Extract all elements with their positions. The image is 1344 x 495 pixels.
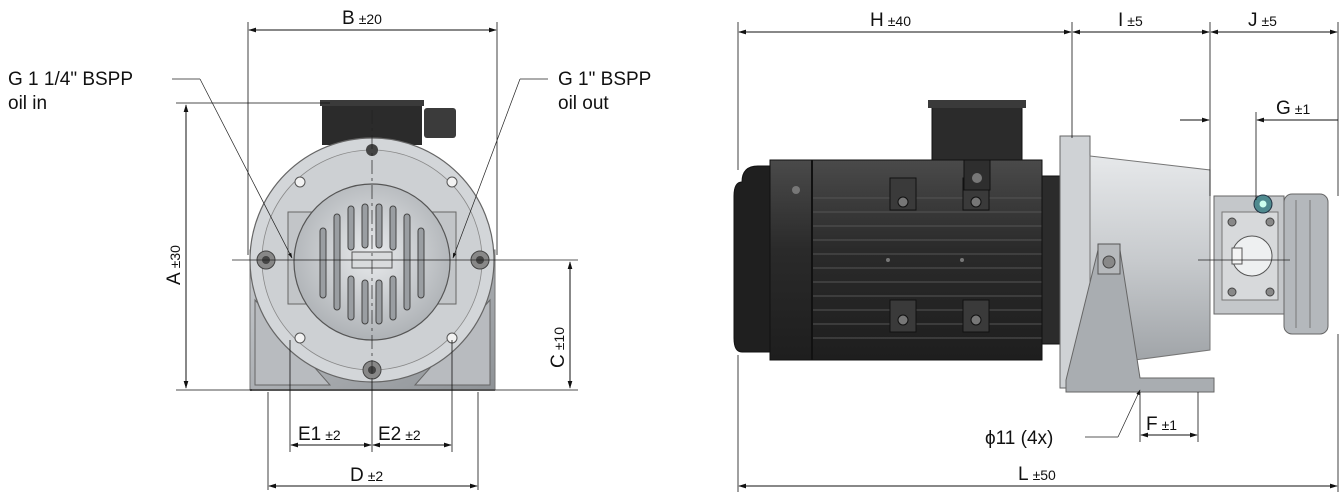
dim-e1-label: E1±2 (298, 424, 341, 445)
oil-in-size-label: G 1 1/4" BSPP (8, 69, 133, 90)
mounting-bracket (1065, 249, 1215, 393)
dim-j-label: J±5 (1248, 10, 1277, 31)
side-terminal-box (931, 102, 1023, 161)
dim-d-label: D±2 (350, 465, 383, 486)
oil-out-size-label: G 1" BSPP (558, 69, 651, 90)
dim-h-label: H±40 (870, 10, 911, 31)
dim-g-label: G±1 (1276, 98, 1310, 119)
dim-i-label: I±5 (1118, 10, 1143, 31)
dim-e2-label: E2±2 (378, 424, 421, 445)
side-dimensions: H±40 I±5 J±5 G±1 F±1 ϕ11 (4x) L±50 (737, 10, 1339, 492)
dim-l-label: L±50 (1018, 464, 1056, 485)
dim-c-label: C±10 (548, 327, 569, 368)
dim-b-label: B±20 (342, 8, 382, 29)
fan-cowl (733, 165, 771, 353)
front-dimensions: B±20 A±30 C±10 E1±2 E2±2 D±2 G 1 1/4" BS… (8, 8, 651, 490)
dim-f-label: F±1 (1146, 414, 1177, 435)
side-view (733, 100, 1329, 393)
oil-out-label: oil out (558, 93, 609, 114)
cable-gland (424, 108, 456, 138)
oil-in-label: oil in (8, 93, 47, 114)
front-view (232, 100, 578, 391)
holes-callout: ϕ11 (4x) (985, 428, 1053, 449)
dim-a-label: A±30 (164, 245, 185, 285)
